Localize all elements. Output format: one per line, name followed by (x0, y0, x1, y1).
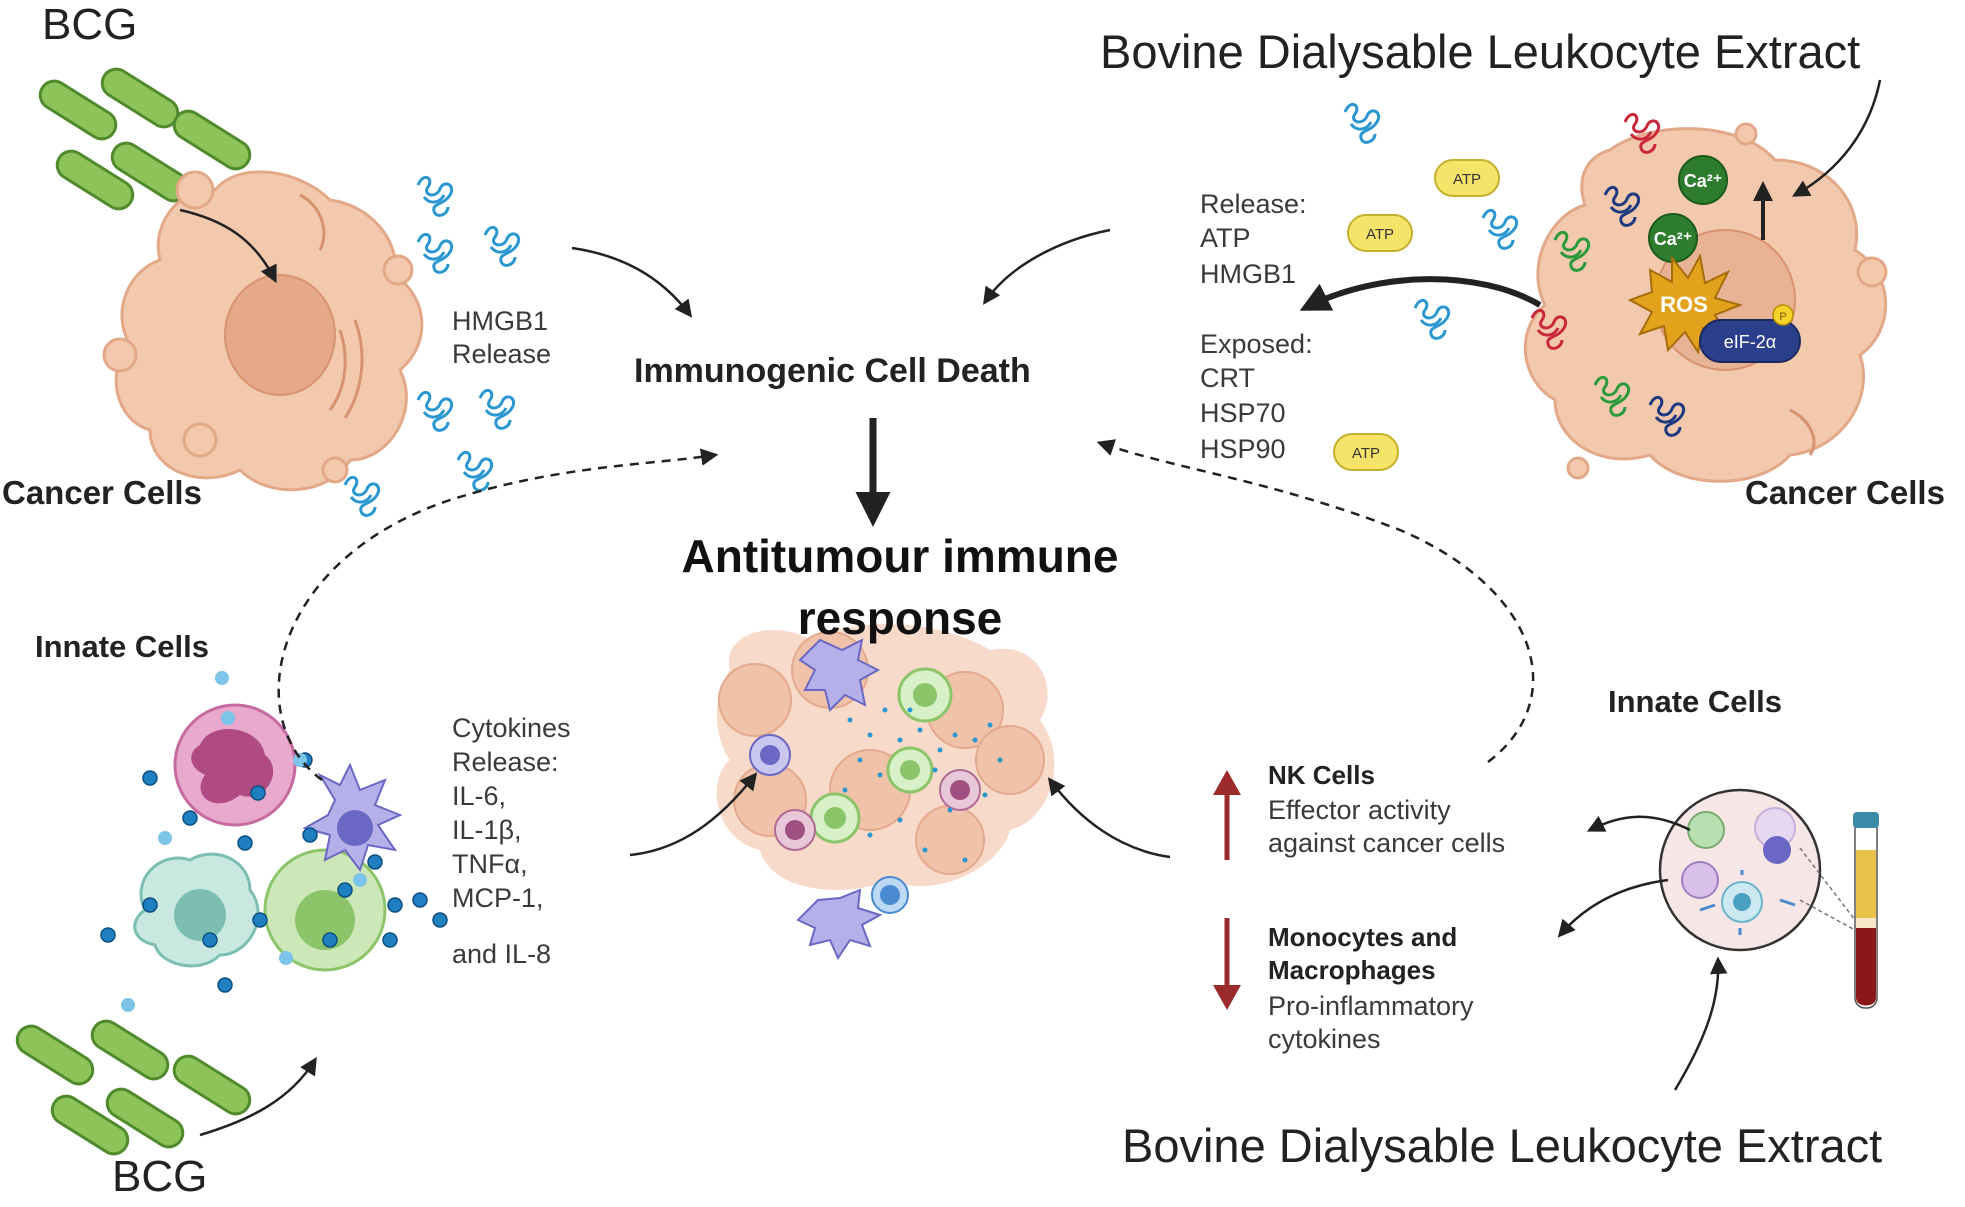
cancer-cells-left-label: Cancer Cells (2, 474, 202, 511)
mono-desc-line2: cytokines (1268, 1024, 1381, 1054)
tumour-microenvironment (716, 623, 1055, 961)
cytokines-line7: and IL-8 (452, 939, 552, 969)
mono-title-line1: Monocytes and (1268, 922, 1458, 952)
nk-cells-title: NK Cells (1268, 760, 1375, 790)
exposed-line2: CRT (1200, 363, 1256, 393)
bcg-label-top: BCG (42, 0, 138, 49)
release-line3: HMGB1 (1200, 259, 1297, 289)
arrow-right-to-icd (983, 228, 1111, 305)
release-line1: Release: (1200, 189, 1307, 219)
cytokines-line1: Cytokines (452, 713, 571, 743)
exposed-line4: HSP90 (1200, 434, 1286, 464)
eif2a-label: eIF-2α (1724, 332, 1776, 352)
ca-ions (1648, 155, 1728, 263)
nk-desc-line2: against cancer cells (1268, 828, 1506, 858)
phospho-circle (1772, 304, 1794, 326)
release-line2: ATP (1200, 223, 1251, 253)
ca-label-2: Ca²⁺ (1654, 229, 1693, 249)
bdle-entry-arrow (1791, 79, 1882, 197)
bcg-label-bottom: BCG (112, 1152, 208, 1201)
cancer-cell-left (102, 170, 424, 492)
innate-cells-left (100, 671, 448, 1012)
phospho-label: P (1779, 311, 1786, 323)
hmgb1-release-line2: Release (452, 339, 552, 369)
ca-label-1: Ca²⁺ (1684, 171, 1723, 191)
bcg-to-innate-arrow (199, 1057, 317, 1137)
innate-cells-left-label: Innate Cells (35, 629, 209, 664)
bcg-entry-arrow (179, 208, 277, 284)
immunogenic-cell-death-label: Immunogenic Cell Death (634, 352, 1031, 390)
hmgb1-release-line1: HMGB1 (452, 306, 549, 336)
mono-desc-line1: Pro-inflammatory (1268, 991, 1474, 1021)
antitumour-line2: response (797, 592, 1003, 644)
cytokines-line3: IL-6, (452, 781, 507, 811)
blood-to-mono-arrow (1557, 878, 1669, 938)
blood-tube (1799, 812, 1879, 1009)
innate-to-icd-dashed-arrow (277, 448, 719, 782)
atp-badges (1333, 159, 1500, 471)
bdle-label-bottom: Bovine Dialysable Leukocyte Extract (1122, 1119, 1883, 1172)
bdle-to-innate-arrow (1673, 956, 1728, 1091)
antitumour-line1: Antitumour immune (681, 530, 1119, 582)
atp-label-3: ATP (1352, 445, 1380, 462)
cytokines-to-tme-arrow (629, 772, 758, 857)
nk-to-icd-dashed-arrow (1096, 439, 1535, 763)
ros-label: ROS (1660, 292, 1708, 317)
bdle-label-top: Bovine Dialysable Leukocyte Extract (1100, 25, 1861, 78)
nk-to-tme-arrow (1047, 777, 1171, 859)
red-arrows (1213, 770, 1241, 1010)
atp-label-2: ATP (1366, 226, 1394, 243)
cytokines-line2: Release: (452, 747, 559, 777)
atp-label-1: ATP (1453, 171, 1481, 188)
mono-title-line2: Macrophages (1268, 955, 1436, 985)
cytokines-line5: TNFα, (452, 849, 528, 879)
eif2a-box (1699, 319, 1801, 363)
cytokines-line6: MCP-1, (452, 883, 544, 913)
blood-sample-circle (1658, 788, 1822, 952)
innate-cells-right-label: Innate Cells (1608, 684, 1782, 719)
arrow-left-to-icd (571, 246, 693, 318)
exposed-line3: HSP70 (1200, 398, 1286, 428)
nk-desc-line1: Effector activity (1268, 795, 1451, 825)
blood-to-nk-arrow (1586, 815, 1691, 832)
exposed-line1: Exposed: (1200, 329, 1313, 359)
cytokines-line4: IL-1β, (452, 815, 522, 845)
cancer-cells-right-label: Cancer Cells (1745, 474, 1945, 511)
bcg-bacteria-bottom (10, 1014, 257, 1161)
release-arrow (1299, 276, 1542, 311)
